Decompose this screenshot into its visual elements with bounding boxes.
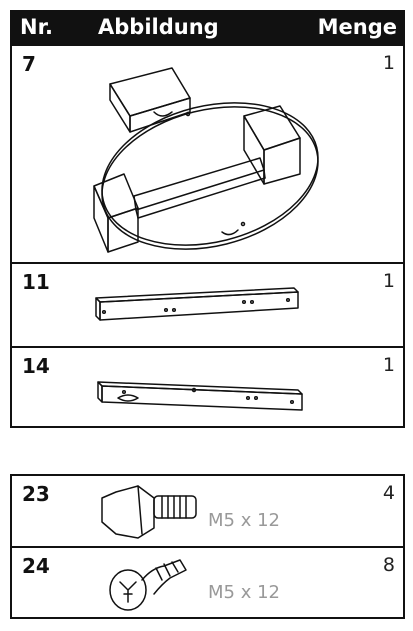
hardware-nr: 24: [22, 554, 50, 578]
part-row: 7 1: [12, 46, 403, 264]
part-nr: 14: [22, 354, 50, 378]
hardware-spec: M5 x 12: [208, 582, 280, 603]
part-menge: 1: [382, 52, 395, 74]
header-abbildung: Abbildung: [98, 15, 219, 39]
hardware-nr: 23: [22, 482, 50, 506]
parts-table: 7 1 11 1: [10, 44, 405, 428]
hardware-spec: M5 x 12: [208, 510, 280, 531]
hardware-table: 23 4 M5 x 12 24 8 M5 x 12: [10, 474, 405, 619]
part-row: 14 1: [12, 348, 403, 430]
table-header: Nr. Abbildung Menge: [10, 10, 405, 46]
hex-bolt-icon: [101, 485, 197, 539]
long-rail-icon: [95, 287, 299, 321]
part-menge: 1: [382, 270, 395, 292]
header-nr: Nr.: [20, 15, 53, 39]
hardware-menge: 8: [382, 554, 395, 576]
part-row: 11 1: [12, 264, 403, 348]
cross-rail-icon: [97, 381, 303, 411]
part-nr: 11: [22, 270, 50, 294]
part-menge: 1: [382, 354, 395, 376]
part-nr: 7: [22, 52, 36, 76]
hardware-row: 24 8 M5 x 12: [12, 548, 403, 619]
header-menge: Menge: [317, 15, 397, 39]
phillips-screw-icon: [109, 559, 187, 611]
hardware-menge: 4: [382, 482, 395, 504]
table-base-icon: [93, 67, 319, 253]
hardware-row: 23 4 M5 x 12: [12, 476, 403, 548]
